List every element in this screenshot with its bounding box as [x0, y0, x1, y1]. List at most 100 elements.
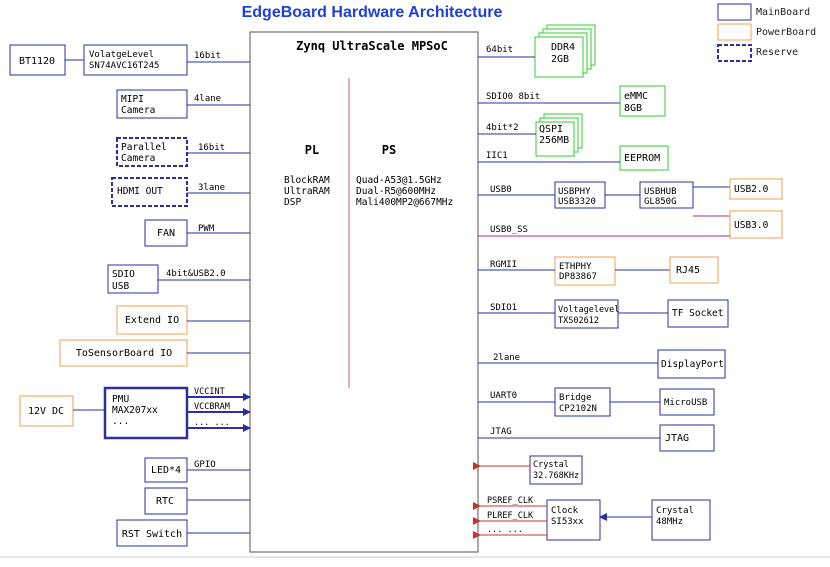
parallel-camera-label: Parallel [121, 142, 167, 153]
ddr4-box [534, 36, 584, 78]
sdio-usb-box [107, 264, 159, 294]
sensor-board-label: ToSensorBoard IO [76, 348, 172, 359]
legend-reserve-swatch [717, 44, 752, 62]
signal-label: PLREF_CLK [487, 511, 534, 521]
rtc-label: RTC [156, 496, 174, 507]
bus-label: 16bit [194, 51, 221, 61]
bus-label: 4lane [194, 94, 221, 104]
legend-powerboard-label: PowerBoard [756, 27, 816, 38]
usb3-port-box [729, 210, 783, 239]
rst-switch-label: RST Switch [122, 529, 182, 540]
tf-socket-box [667, 299, 729, 328]
bus-label: SDIO1 [490, 303, 517, 313]
mipi-camera-label: MIPI [121, 94, 144, 105]
voltagelevel-box [554, 299, 619, 329]
usbphy-label: USBPHY [558, 187, 591, 197]
eeprom-box [619, 145, 669, 171]
signal-label: ... ... [487, 525, 523, 535]
microusb-label: MicroUSB [664, 398, 707, 408]
ps-feature: Quad-A53@1.5GHz [356, 175, 442, 186]
pmu-part: MAX207xx [112, 405, 158, 416]
pl-feature: BlockRAM [284, 175, 330, 186]
crystal-32k-box [529, 455, 583, 485]
jtag-box [659, 424, 715, 452]
bus-label: 4bit&USB2.0 [166, 269, 226, 279]
tf-socket-label: TF Socket [672, 308, 723, 319]
pl-label: PL [305, 143, 319, 157]
crystal-48m-label: Crystal [656, 506, 694, 516]
emmc-size: 8GB [624, 103, 642, 114]
dc-input-box [19, 395, 74, 427]
ps-label: PS [382, 143, 396, 157]
left-peripherals: BT1120 VolatgeLevel SN74AVC16T245 16bit … [9, 44, 251, 547]
right-peripherals: DDR4 2GB 64bit eMMC 8GB SDIO0 8bit QSPI … [473, 24, 783, 541]
bus-label: 4bit*2 [486, 123, 519, 133]
bus-label: 3lane [198, 183, 225, 193]
rj45-box [669, 256, 719, 284]
bus-label: RGMII [490, 260, 517, 270]
eeprom-label: EEPROM [624, 153, 660, 164]
crystal-32k-label: Crystal [533, 460, 569, 470]
parallel-camera-label: Camera [121, 153, 155, 164]
legend-powerboard-swatch [717, 23, 752, 41]
qspi-size: 256MB [539, 135, 569, 146]
usb3-port-label: USB3.0 [734, 220, 769, 231]
extend-io-label: Extend IO [125, 315, 179, 326]
crystal-32k-freq: 32.768KHz [533, 471, 579, 481]
mipi-camera-label: Camera [121, 105, 155, 116]
bus-label: USB0_SS [490, 225, 528, 235]
bus-label: 64bit [486, 45, 513, 55]
pmu-more: ... [112, 416, 129, 427]
bus-label: UART0 [490, 391, 517, 401]
usbphy-part: USB3320 [558, 197, 596, 207]
bus-label: JTAG [490, 427, 512, 437]
crystal-48m-box [651, 499, 711, 541]
bridge-part: CP2102N [559, 404, 597, 414]
clock-label: Clock [551, 506, 579, 516]
rail-label: VCCINT [194, 387, 225, 397]
soc-block: Zynq UltraScale MPSoC PL PS BlockRAM Ult… [249, 31, 479, 553]
pmu-label: PMU [112, 394, 129, 405]
ddr4-size: 2GB [551, 54, 569, 65]
legend: MainBoard PowerBoard Reserve [717, 3, 816, 62]
rail-label: ... ... [194, 418, 230, 428]
bt1120-label: BT1120 [19, 56, 55, 67]
ethphy-part: DP83867 [559, 272, 597, 282]
extend-io-box [116, 305, 188, 335]
legend-reserve-label: Reserve [756, 47, 798, 58]
bus-label: PWM [198, 224, 215, 234]
rtc-box [144, 487, 188, 515]
rj45-label: RJ45 [676, 265, 700, 276]
sdio-usb-label: USB [112, 281, 129, 292]
crystal-48m-freq: 48MHz [656, 517, 683, 527]
pl-feature: DSP [284, 197, 301, 208]
displayport-label: DisplayPort [661, 359, 724, 370]
ethphy-label: ETHPHY [559, 262, 592, 272]
jtag-label: JTAG [665, 433, 689, 444]
microusb-box [659, 388, 715, 416]
mipi-camera-box [116, 89, 188, 119]
fan-label: FAN [157, 228, 175, 239]
parallel-camera-box [116, 137, 188, 167]
emmc-label: eMMC [624, 91, 648, 102]
voltage-level-label: VolatgeLevel [89, 50, 154, 60]
hdmi-out-label: HDMI OUT [117, 186, 163, 197]
voltage-level-box [83, 44, 188, 76]
bus-label: 16bit [198, 143, 225, 153]
led-label: LED*4 [151, 465, 181, 476]
signal-label: PSREF_CLK [487, 496, 534, 506]
displayport-box [657, 349, 726, 379]
voltagelevel-part: TXS02612 [558, 316, 599, 326]
usbhub-label: USBHUB [644, 187, 677, 197]
sdio-usb-label: SDIO [112, 269, 135, 280]
ethphy-box [554, 256, 616, 286]
usbhub-part: GL850G [644, 197, 677, 207]
bus-label: SDIO0 8bit [486, 92, 540, 102]
emmc-box [619, 85, 666, 117]
bus-label: GPIO [194, 460, 216, 470]
rail-label: VCCBRAM [194, 402, 230, 412]
qspi-label: QSPI [539, 124, 563, 135]
qspi-box [535, 121, 575, 157]
